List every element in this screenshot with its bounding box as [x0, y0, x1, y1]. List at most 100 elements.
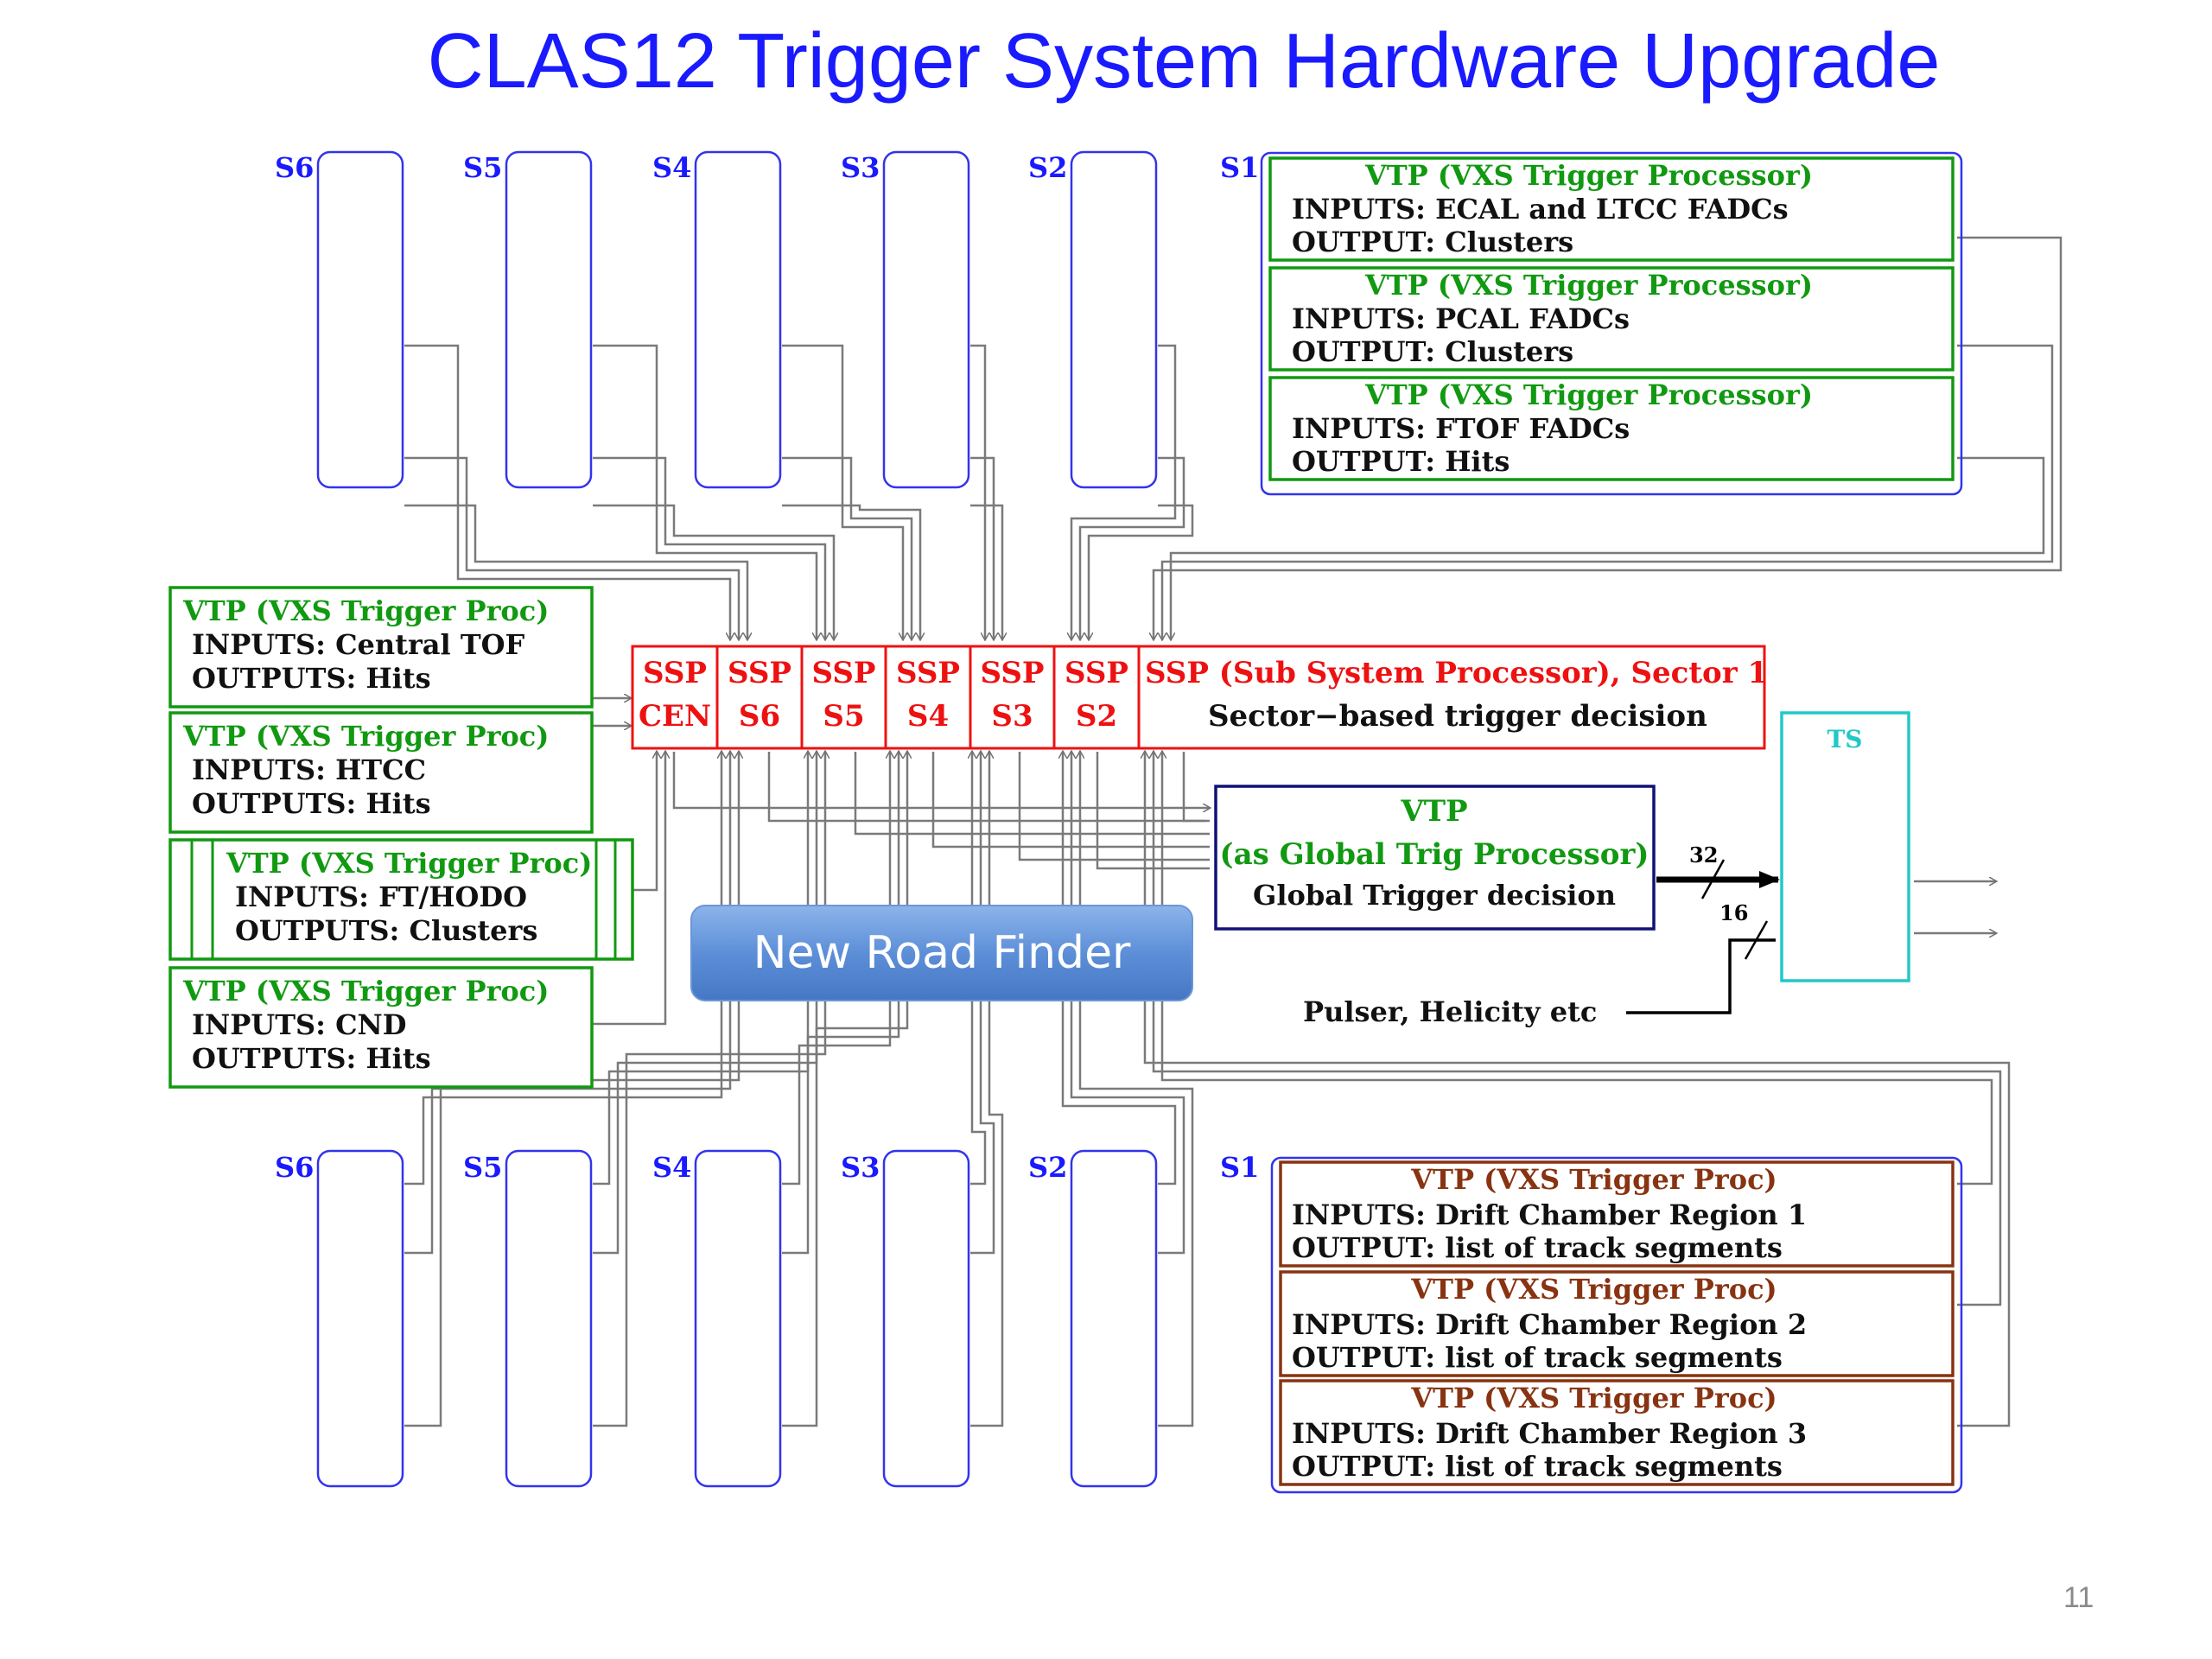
sector-box — [694, 150, 782, 489]
bottom-vtp-output: OUTPUT: list of track segments — [1292, 1450, 1783, 1483]
bottom-vtp-inputs: INPUTS: Drift Chamber Region 3 — [1292, 1417, 1807, 1450]
sector-box — [1070, 150, 1158, 489]
gtp-box — [1214, 785, 1656, 931]
bus-32-label: 32 — [1689, 842, 1718, 868]
top-vtp-box — [1268, 376, 1955, 481]
left-vtp-box — [168, 586, 594, 709]
new-road-finder-button[interactable]: New Road Finder — [690, 905, 1193, 1001]
sector-label: S6 — [275, 151, 314, 184]
ts-box — [1780, 711, 1910, 982]
sector-label: S1 — [1220, 151, 1259, 184]
sector-box — [316, 1149, 404, 1488]
left-vtp-outputs: OUTPUTS: Clusters — [235, 914, 537, 947]
ssp-cell-label: SSP — [812, 656, 876, 690]
ssp-main-subtitle: Sector−based trigger decision — [1208, 699, 1707, 734]
slide-number: 11 — [2063, 1581, 2094, 1614]
ssp-cell-label: SSP — [643, 656, 707, 690]
sector-label: S5 — [463, 1151, 502, 1184]
ssp-cell-sector: CEN — [639, 699, 711, 734]
left-vtp-outputs: OUTPUTS: Hits — [192, 662, 431, 695]
left-vtp-box — [168, 966, 594, 1089]
top-vtp-group: VTP (VXS Trigger Processor)INPUTS: ECAL … — [1260, 151, 1963, 496]
ssp-cell-label: SSP — [896, 656, 960, 690]
sector-box — [882, 1149, 970, 1488]
ssp-row: SSP CEN SSP S6 SSP S5 SSP S4 SSP S3 SSP S2 SSP (Sub… — [631, 645, 1768, 750]
left-vtp-title: VTP (VXS Trigger Proc) — [182, 975, 549, 1007]
ssp-cell-sector: S4 — [907, 699, 949, 734]
sector-label: S4 — [652, 1151, 691, 1184]
top-vtp-box — [1268, 266, 1955, 372]
bottom-vtp-container — [1270, 1156, 1963, 1494]
sector-label: S3 — [841, 151, 880, 184]
left-vtp-outputs: OUTPUTS: Hits — [192, 1042, 431, 1075]
ssp-cell-sector: S6 — [739, 699, 780, 734]
ssp-cell-label: SSP — [728, 656, 791, 690]
ssp-outline — [631, 645, 1766, 750]
top-vtp-output: OUTPUT: Hits — [1292, 445, 1510, 478]
sector-box — [505, 1149, 593, 1488]
ssp-cell-label: SSP — [981, 656, 1045, 690]
ssp-cell-sector: S3 — [991, 699, 1033, 734]
bus-32-arrow: 32 — [1656, 842, 1780, 899]
ts-label: TS — [1827, 725, 1862, 753]
ssp-cell-sector: S2 — [1076, 699, 1117, 734]
sector-label: S5 — [463, 151, 502, 184]
slide-title: CLAS12 Trigger System Hardware Upgrade — [427, 18, 1941, 105]
bus-16-label: 16 — [1719, 900, 1748, 925]
bottom-vtp-box — [1279, 1160, 1955, 1268]
left-vtp-inputs: INPUTS: HTCC — [192, 753, 426, 786]
sector-label: S2 — [1028, 151, 1067, 184]
bottom-vtp-inputs: INPUTS: Drift Chamber Region 2 — [1292, 1308, 1807, 1341]
top-vtp-title: VTP (VXS Trigger Processor) — [1364, 269, 1813, 302]
bottom-vtp-title: VTP (VXS Trigger Proc) — [1410, 1382, 1777, 1414]
left-vtp-group: VTP (VXS Trigger Proc) INPUTS: Central T… — [168, 586, 634, 1089]
ssp-main-title: SSP (Sub System Processor), Sector 1 — [1145, 656, 1768, 690]
global-trigger-processor: VTP (as Global Trig Processor) Global Tr… — [1214, 785, 1656, 931]
sector-label: S2 — [1028, 1151, 1067, 1184]
top-vtp-box — [1268, 156, 1955, 262]
top-vtp-inputs: INPUTS: FTOF FADCs — [1292, 412, 1630, 445]
left-vtp-inputs: INPUTS: CND — [192, 1008, 407, 1041]
left-vtp-box — [168, 711, 594, 834]
sector-box — [882, 150, 970, 489]
bottom-vtp-output: OUTPUT: list of track segments — [1292, 1341, 1783, 1374]
bottom-vtp-title: VTP (VXS Trigger Proc) — [1410, 1163, 1777, 1196]
ssp-cell — [1052, 645, 1141, 750]
bus-32-slash — [1700, 859, 1726, 899]
bottom-vtp-box — [1279, 1379, 1955, 1486]
gtp-subtitle: (as Global Trig Processor) — [1219, 837, 1649, 872]
ssp-cell-label: SSP — [1065, 656, 1128, 690]
new-road-finder-shape[interactable] — [690, 905, 1193, 1001]
left-vtp-inputs: INPUTS: FT/HODO — [235, 880, 527, 913]
sector-label: S1 — [1220, 1151, 1259, 1184]
top-vtp-output: OUTPUT: Clusters — [1292, 335, 1573, 368]
top-vtp-title: VTP (VXS Trigger Processor) — [1364, 378, 1813, 411]
left-vtp-title: VTP (VXS Trigger Proc) — [226, 847, 592, 880]
new-road-finder-label[interactable]: New Road Finder — [753, 927, 1131, 979]
top-vtp-title: VTP (VXS Trigger Processor) — [1364, 159, 1813, 192]
gtp-decision: Global Trigger decision — [1253, 879, 1616, 912]
sector-box — [505, 150, 593, 489]
bottom-vtp-box — [1279, 1270, 1955, 1377]
gtp-title: VTP — [1400, 794, 1467, 829]
top-vtp-container — [1260, 151, 1963, 496]
bottom-vtp-inputs: INPUTS: Drift Chamber Region 1 — [1292, 1198, 1807, 1231]
sector-label: S6 — [275, 1151, 314, 1184]
left-vtp-outputs: OUTPUTS: Hits — [192, 787, 431, 820]
top-vtp-inputs: INPUTS: PCAL FADCs — [1292, 302, 1630, 335]
sector-box — [1070, 1149, 1158, 1488]
ssp-cell-sector: S5 — [823, 699, 864, 734]
top-vtp-inputs: INPUTS: ECAL and LTCC FADCs — [1292, 193, 1789, 226]
pulser-wire — [1626, 938, 1776, 1014]
left-vtp-title: VTP (VXS Trigger Proc) — [182, 594, 549, 627]
bus-16-slash — [1744, 920, 1769, 960]
sector-box — [316, 150, 404, 489]
bottom-vtp-group: VTP (VXS Trigger Proc)INPUTS: Drift Cham… — [1270, 1156, 1963, 1494]
sector-box — [694, 1149, 782, 1488]
pulser-label: Pulser, Helicity etc — [1303, 995, 1597, 1028]
left-vtp-inputs: INPUTS: Central TOF — [192, 628, 525, 661]
